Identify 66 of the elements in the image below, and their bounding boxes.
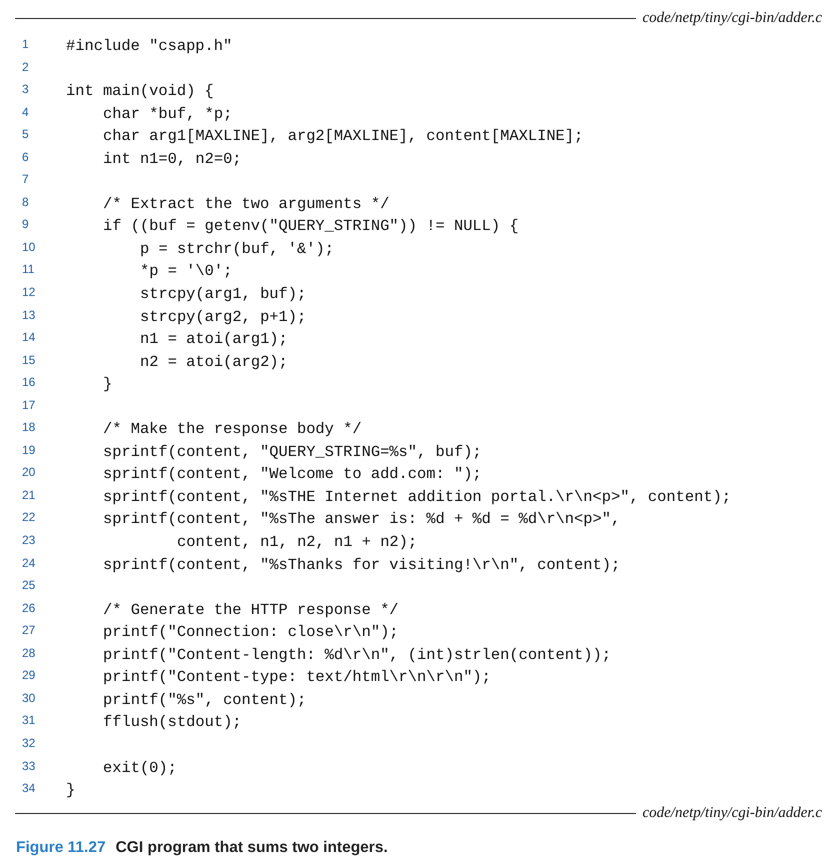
code-line: printf("Connection: close\r\n");: [103, 622, 399, 644]
line-number: 16: [22, 375, 36, 390]
code-line: sprintf(content, "%sThanks for visiting!\r\n", content);: [103, 554, 620, 576]
line-number: 7: [22, 172, 30, 186]
code-line: strcpy(arg2, p+1);: [140, 306, 306, 328]
code-line: /* Generate the HTTP response */: [103, 600, 399, 621]
code-line: n2 = atoi(arg2);: [140, 352, 288, 373]
figure-caption: Figure 11.27 CGI program that sums two integers.: [16, 839, 388, 857]
code-line: printf("%s", content);: [103, 690, 306, 711]
line-number: 13: [22, 308, 36, 322]
code-line: /* Make the response body */: [103, 419, 362, 440]
code-line: exit(0);: [103, 758, 177, 778]
code-line: content, n1, n2, n1 + n2);: [177, 532, 418, 554]
line-number: 6: [22, 150, 30, 164]
code-line: /* Extract the two arguments */: [103, 194, 390, 215]
line-number: 25: [22, 578, 36, 592]
line-number: 3: [22, 82, 30, 96]
line-number: 24: [22, 556, 36, 570]
line-number: 14: [22, 330, 36, 344]
file-path: code/netp/tiny/cgi-bin/adder.c: [642, 805, 822, 822]
code-line: int n1=0, n2=0;: [103, 148, 242, 170]
line-number: 32: [22, 736, 36, 750]
line-number: 10: [22, 240, 36, 254]
code-line: p = strchr(buf, '&');: [140, 238, 334, 260]
line-number: 26: [22, 600, 36, 615]
line-number: 17: [22, 398, 36, 412]
code-line: if ((buf = getenv("QUERY_STRING")) != NULL) {: [103, 216, 519, 238]
line-number: 8: [22, 194, 30, 209]
code-line: n1 = atoi(arg1);: [140, 329, 288, 350]
line-number: 19: [22, 442, 36, 457]
file-path: code/netp/tiny/cgi-bin/adder.c: [642, 10, 822, 27]
line-number: 21: [22, 488, 36, 502]
code-line: int main(void) {: [66, 81, 214, 102]
code-line: printf("Content-length: %d\r\n", (int)strlen(content));: [103, 644, 611, 666]
line-number: 20: [22, 465, 36, 480]
code-line: sprintf(content, "Welcome to add.com: ");: [103, 464, 482, 486]
code-line: #include "csapp.h": [66, 36, 232, 57]
code-line: fflush(stdout);: [103, 712, 242, 734]
line-number: 23: [22, 533, 36, 548]
line-number: 11: [22, 262, 36, 276]
line-number: 18: [22, 420, 36, 434]
code-line: }: [66, 780, 76, 802]
line-number: 31: [22, 713, 36, 728]
code-line: printf("Content-type: text/html\r\n\r\n");: [103, 667, 491, 688]
line-number: 33: [22, 758, 36, 772]
line-number: 22: [22, 510, 36, 524]
code-line: strcpy(arg1, buf);: [140, 284, 306, 306]
line-number: 4: [22, 104, 30, 119]
code-line: char arg1[MAXLINE], arg2[MAXLINE], content[MAXLINE];: [103, 126, 584, 148]
code-line: }: [103, 374, 112, 396]
line-number: 15: [22, 352, 36, 367]
line-number: 9: [22, 217, 30, 232]
line-number: 1: [22, 37, 30, 51]
code-line: char *buf, *p;: [103, 104, 232, 125]
code-line: sprintf(content, "%sThe answer is: %d + %d = %d\r\n<p>",: [103, 509, 620, 530]
line-number: 12: [22, 285, 36, 300]
line-number: 29: [22, 668, 36, 682]
line-number: 30: [22, 690, 36, 705]
line-number: 5: [22, 127, 30, 142]
line-number: 34: [22, 781, 36, 796]
code-line: sprintf(content, "QUERY_STRING=%s", buf);: [103, 442, 482, 463]
code-line: *p = '\0';: [140, 261, 232, 282]
line-number: 27: [22, 623, 36, 638]
line-number: 28: [22, 646, 36, 660]
line-number: 2: [22, 60, 30, 74]
code-line: sprintf(content, "%sTHE Internet addition portal.\r\n<p>", content);: [103, 486, 732, 508]
